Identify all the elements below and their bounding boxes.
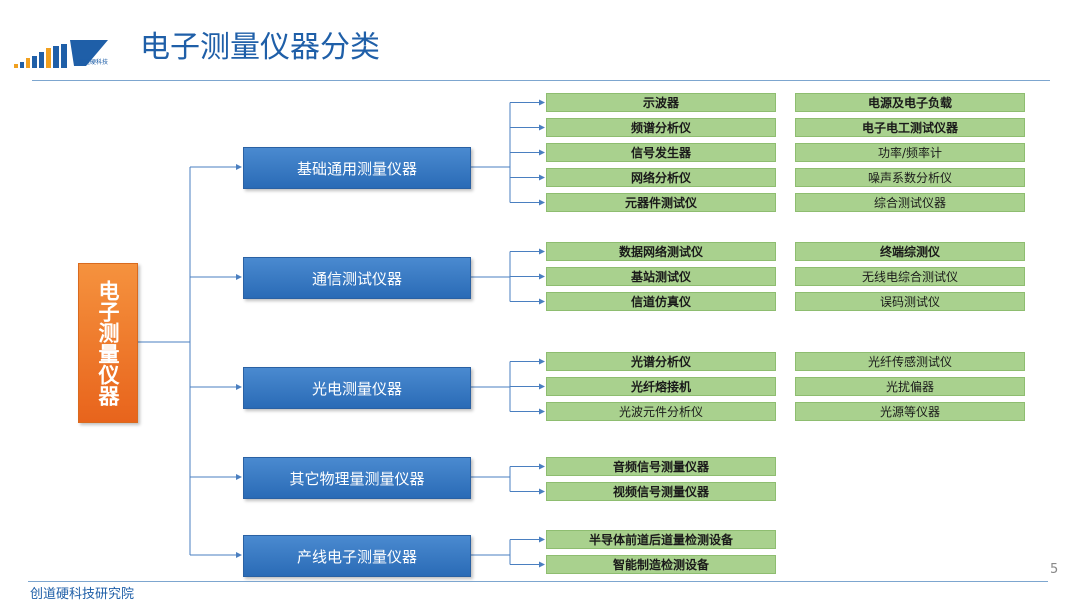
- arrow-icon: [539, 383, 545, 390]
- instrument-item: 功率/频率计: [795, 143, 1025, 162]
- arrow-icon: [236, 474, 242, 480]
- instrument-label: 无线电综合测试仪: [861, 270, 958, 284]
- instrument-label: 光谱分析仪: [630, 355, 691, 369]
- arrow-icon: [539, 273, 545, 280]
- arrow-icon: [539, 124, 545, 131]
- bottom-divider: [28, 581, 1048, 582]
- instrument-item: 噪声系数分析仪: [795, 168, 1025, 187]
- arrow-icon: [236, 164, 242, 170]
- instrument-label: 元器件测试仪: [624, 196, 697, 210]
- arrow-icon: [236, 274, 242, 280]
- instrument-item: 示波器: [546, 93, 776, 112]
- instrument-label: 视频信号测量仪器: [612, 485, 709, 499]
- instrument-label: 功率/频率计: [877, 146, 943, 160]
- category-label: 产线电子测量仪器: [296, 547, 417, 566]
- instrument-item: 网络分析仪: [546, 168, 776, 187]
- category-label: 其它物理量测量仪器: [289, 469, 425, 488]
- instrument-label: 终端综测仪: [879, 245, 940, 259]
- category-node: 通信测试仪器: [243, 257, 471, 299]
- instrument-label: 光纤熔接机: [630, 380, 691, 394]
- arrow-icon: [539, 298, 545, 305]
- instrument-label: 误码测试仪: [879, 295, 940, 309]
- instrument-label: 信道仿真仪: [630, 295, 691, 309]
- category-label: 基础通用测量仪器: [296, 159, 417, 178]
- arrow-icon: [236, 384, 242, 390]
- instrument-label: 信号发生器: [630, 146, 691, 160]
- arrow-icon: [236, 552, 242, 558]
- instrument-item: 音频信号测量仪器: [546, 457, 776, 476]
- instrument-label: 音频信号测量仪器: [612, 460, 709, 474]
- category-label: 通信测试仪器: [311, 269, 402, 288]
- category-node: 其它物理量测量仪器: [243, 457, 471, 499]
- instrument-label: 示波器: [642, 96, 679, 110]
- instrument-item: 终端综测仪: [795, 242, 1025, 261]
- arrow-icon: [539, 174, 545, 181]
- page-number: 5: [1050, 562, 1059, 577]
- root-label: 电子测量仪器: [96, 280, 120, 406]
- instrument-item: 视频信号测量仪器: [546, 482, 776, 501]
- arrow-icon: [539, 408, 545, 415]
- instrument-item: 数据网络测试仪: [546, 242, 776, 261]
- category-label: 光电测量仪器: [311, 379, 402, 398]
- instrument-item: 电子电工测试仪器: [795, 118, 1025, 137]
- instrument-item: 电源及电子负载: [795, 93, 1025, 112]
- instrument-item: 光源等仪器: [795, 402, 1025, 421]
- arrow-icon: [539, 561, 545, 568]
- instrument-item: 综合测试仪器: [795, 193, 1025, 212]
- instrument-item: 信道仿真仪: [546, 292, 776, 311]
- footer-text: 创道硬科技研究院: [30, 587, 135, 602]
- arrow-icon: [539, 536, 545, 543]
- arrow-icon: [539, 99, 545, 106]
- instrument-item: 智能制造检测设备: [546, 555, 776, 574]
- instrument-label: 光纤传感测试仪: [867, 355, 952, 369]
- arrow-icon: [539, 248, 545, 255]
- instrument-item: 基站测试仪: [546, 267, 776, 286]
- instrument-label: 基站测试仪: [630, 270, 691, 284]
- instrument-item: 光纤传感测试仪: [795, 352, 1025, 371]
- instrument-item: 光谱分析仪: [546, 352, 776, 371]
- arrow-icon: [539, 199, 545, 206]
- instrument-label: 智能制造检测设备: [612, 558, 709, 572]
- svg-text:创道硬科技: 创道硬科技: [78, 58, 108, 66]
- arrow-icon: [539, 358, 545, 365]
- instrument-label: 频谱分析仪: [630, 121, 691, 135]
- instrument-item: 元器件测试仪: [546, 193, 776, 212]
- arrow-icon: [539, 149, 545, 156]
- arrow-icon: [539, 463, 545, 470]
- instrument-label: 半导体前道后道量检测设备: [588, 533, 733, 547]
- instrument-label: 数据网络测试仪: [618, 245, 703, 259]
- instrument-item: 光波元件分析仪: [546, 402, 776, 421]
- instrument-item: 无线电综合测试仪: [795, 267, 1025, 286]
- instrument-item: 半导体前道后道量检测设备: [546, 530, 776, 549]
- category-node: 光电测量仪器: [243, 367, 471, 409]
- logo-icon: 创道硬科技: [14, 40, 108, 68]
- root-node: 电子测量仪器: [78, 263, 138, 423]
- instrument-label: 噪声系数分析仪: [867, 171, 952, 185]
- page-title: 电子测量仪器分类: [140, 30, 380, 65]
- arrow-icon: [539, 488, 545, 495]
- instrument-label: 光扰偏器: [885, 380, 934, 394]
- instrument-item: 光扰偏器: [795, 377, 1025, 396]
- instrument-item: 信号发生器: [546, 143, 776, 162]
- top-divider: [32, 80, 1050, 81]
- instrument-label: 光波元件分析仪: [618, 405, 703, 419]
- instrument-label: 电源及电子负载: [867, 96, 952, 110]
- instrument-label: 综合测试仪器: [873, 196, 946, 210]
- instrument-label: 电子电工测试仪器: [861, 121, 958, 135]
- instrument-item: 频谱分析仪: [546, 118, 776, 137]
- instrument-item: 误码测试仪: [795, 292, 1025, 311]
- category-node: 产线电子测量仪器: [243, 535, 471, 577]
- instrument-label: 网络分析仪: [630, 171, 691, 185]
- category-node: 基础通用测量仪器: [243, 147, 471, 189]
- instrument-item: 光纤熔接机: [546, 377, 776, 396]
- instrument-label: 光源等仪器: [879, 405, 940, 419]
